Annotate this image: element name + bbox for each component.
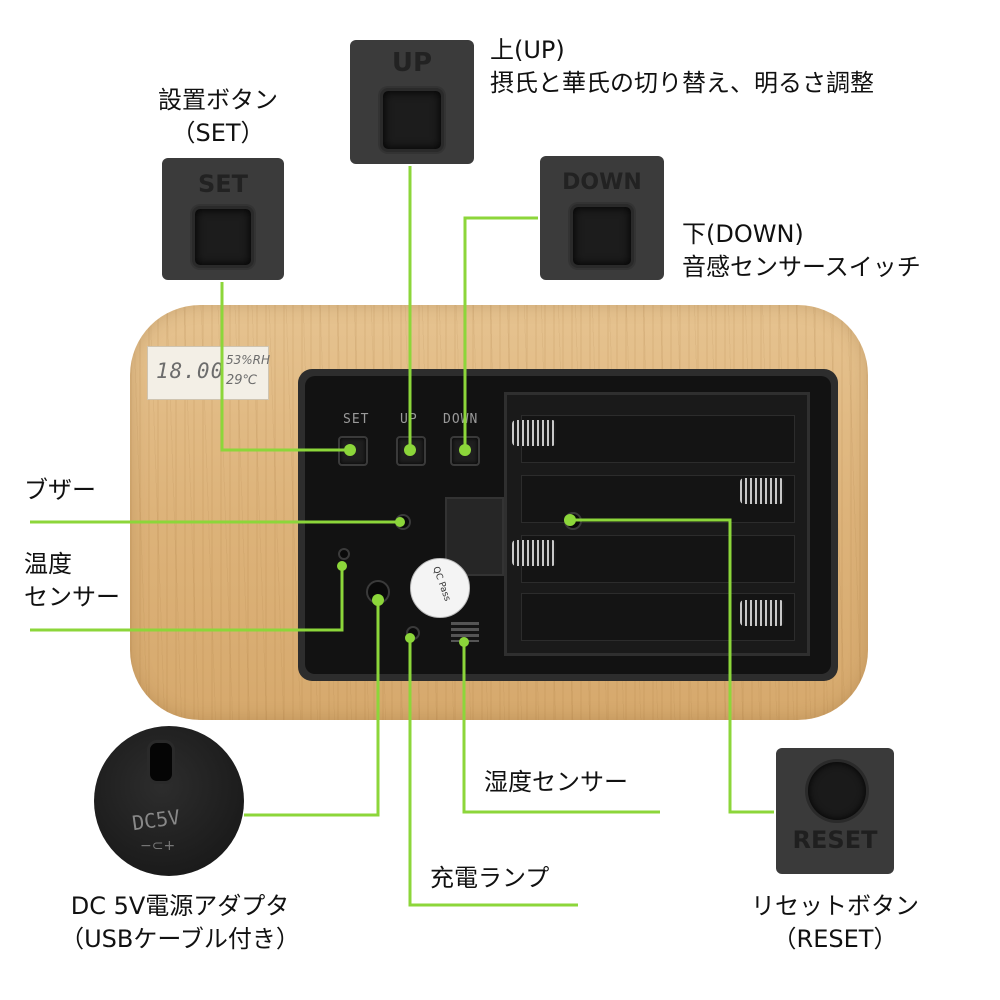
leader-end-dot	[564, 514, 576, 526]
up-label-sub: 摂氏と華氏の切り替え、明るさ調整	[490, 69, 874, 97]
leader-end-dot	[372, 594, 384, 606]
dc-adapter-label: DC 5V電源アダプタ （USBケーブル付き）	[40, 890, 320, 956]
up-label: 上(UP) 摂氏と華氏の切り替え、明るさ調整	[490, 34, 874, 100]
reset-key[interactable]	[808, 762, 866, 820]
set-label-title: 設置ボタン	[158, 86, 278, 114]
leader-end-dot	[337, 561, 347, 571]
leader-end-dot	[404, 444, 416, 456]
lcd-time: 18.00	[156, 359, 225, 383]
reset-button-caption: RESET	[792, 826, 878, 854]
up-key[interactable]	[380, 88, 444, 152]
dc-adapter-label-sub: （USBケーブル付き）	[60, 925, 300, 953]
humidity-sensor-vent	[451, 622, 479, 642]
battery-spring	[512, 420, 556, 446]
set-key[interactable]	[192, 206, 254, 268]
temperature-sensor-label: 温度 センサー	[24, 548, 120, 614]
battery-spring	[740, 478, 784, 504]
buzzer-label-text: ブザー	[24, 476, 96, 504]
lcd-display: 18.00 53%RH 29℃	[147, 346, 271, 400]
set-button-detail[interactable]: SET	[162, 158, 284, 280]
set-button-caption: SET	[197, 170, 249, 198]
set-label: 設置ボタン （SET）	[138, 84, 298, 150]
buzzer-label: ブザー	[24, 474, 96, 507]
leader-temperature-sensor	[30, 566, 344, 632]
leader-end-dot	[395, 517, 405, 527]
leader-end-dot	[459, 637, 469, 647]
down-button-detail[interactable]: DOWN	[540, 156, 664, 280]
reset-label-title: リセットボタン	[751, 892, 919, 920]
panel-up-label: UP	[400, 412, 418, 427]
battery-spring	[512, 540, 556, 566]
reset-label-sub: （RESET）	[772, 925, 898, 953]
set-label-sub: （SET）	[171, 119, 265, 147]
down-label-title: 下(DOWN)	[682, 220, 804, 248]
leader-dc	[244, 600, 380, 817]
humidity-sensor-label-text: 湿度センサー	[484, 768, 628, 796]
temperature-sensor-label-title: 温度	[24, 550, 72, 578]
leader-set	[220, 282, 350, 452]
charge-lamp-label-text: 充電ランプ	[430, 864, 550, 892]
humidity-sensor-label: 湿度センサー	[484, 766, 628, 799]
battery-slot	[521, 415, 795, 463]
leader-down	[463, 216, 538, 450]
dc-adapter-label-title: DC 5V電源アダプタ	[70, 892, 290, 920]
temperature-sensor-hole	[338, 548, 350, 560]
up-button-caption: UP	[391, 48, 433, 78]
up-button-detail[interactable]: UP	[350, 40, 474, 164]
lcd-temperature: 29℃	[226, 373, 258, 388]
leader-humidity-sensor	[462, 642, 660, 814]
leader-end-dot	[459, 444, 471, 456]
down-button-caption: DOWN	[562, 170, 642, 195]
battery-slot	[521, 535, 795, 583]
leader-end-dot	[344, 444, 356, 456]
down-key[interactable]	[570, 204, 634, 268]
leader-end-dot	[405, 633, 415, 643]
charge-lamp-label: 充電ランプ	[430, 862, 549, 895]
battery-spring	[740, 600, 784, 626]
dc-jack-port[interactable]	[147, 740, 175, 784]
leader-reset	[570, 518, 774, 814]
lcd-humidity: 53%RH	[226, 353, 271, 367]
leader-charge-lamp	[408, 638, 578, 907]
polarity-symbol: −⊂+	[140, 838, 176, 854]
qc-sticker: QC Pass	[410, 558, 470, 618]
down-label-sub: 音感センサースイッチ	[682, 253, 921, 281]
reset-label: リセットボタン （RESET）	[730, 890, 940, 956]
down-label: 下(DOWN) 音感センサースイッチ	[682, 218, 921, 284]
panel-down-label: DOWN	[443, 412, 479, 427]
temperature-sensor-label-sub: センサー	[24, 583, 120, 611]
up-label-title: 上(UP)	[490, 36, 565, 64]
panel-set-label: SET	[343, 412, 370, 427]
